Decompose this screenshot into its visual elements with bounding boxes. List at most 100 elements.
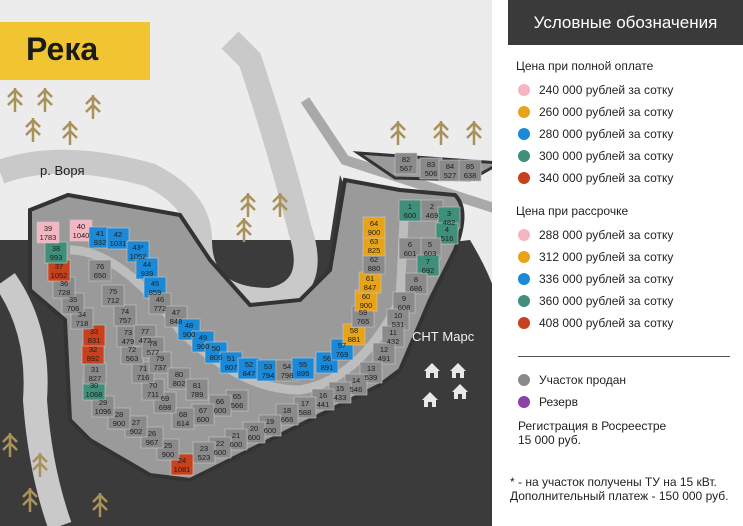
plot-42-shape[interactable] [106, 227, 130, 250]
plot-43*-label[interactable]: 43*1052 [130, 243, 147, 261]
plot-12-shape[interactable] [372, 342, 396, 365]
plot-23-shape[interactable] [192, 441, 216, 464]
plot-4-shape[interactable] [435, 222, 459, 245]
plot-55-shape[interactable] [291, 357, 315, 380]
plot-64-shape[interactable] [362, 216, 386, 239]
plot-7-shape[interactable] [416, 254, 440, 277]
plot-74-shape[interactable] [113, 304, 137, 327]
plot-68-shape[interactable] [171, 407, 195, 430]
plot-79-shape[interactable] [148, 351, 172, 374]
plot-82-shape[interactable] [394, 152, 418, 175]
plot-8-shape[interactable] [404, 272, 428, 295]
plot-81-shape[interactable] [185, 378, 209, 401]
plot-39-shape[interactable] [36, 221, 60, 244]
plot-6-shape[interactable] [398, 237, 422, 260]
plot-33-shape[interactable] [82, 324, 106, 347]
plot-76-shape[interactable] [88, 259, 112, 282]
plot-85-shape[interactable] [458, 159, 482, 182]
